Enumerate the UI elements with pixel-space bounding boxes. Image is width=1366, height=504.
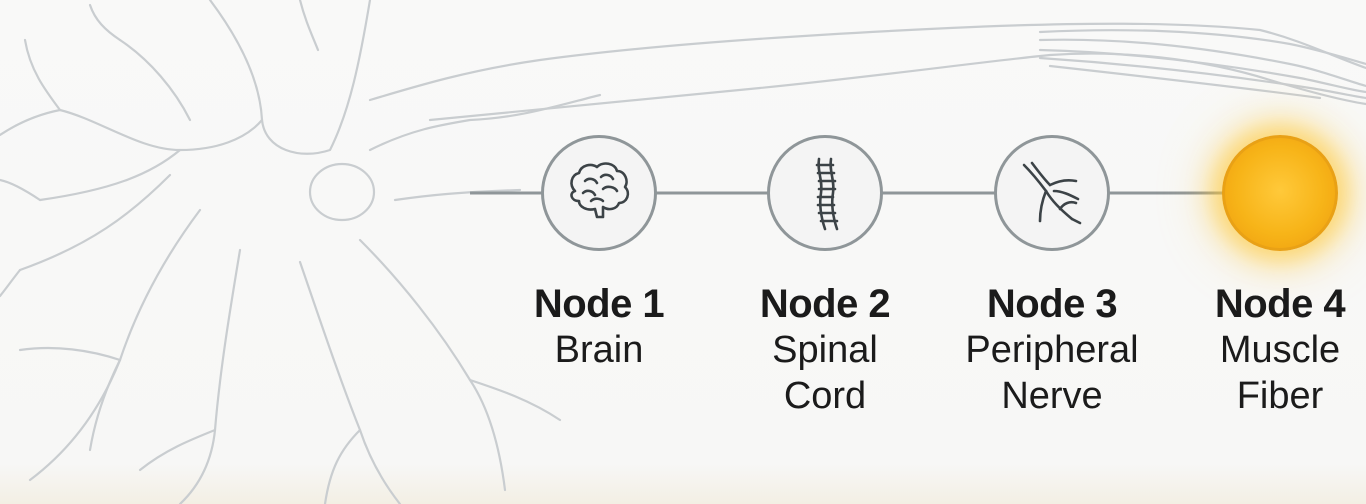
node-2-label: Node 2 Spinal Cord xyxy=(720,280,930,419)
brain-icon xyxy=(557,151,641,235)
node-2-circle xyxy=(767,135,883,251)
node-4-line-2: Fiber xyxy=(1175,374,1366,420)
node-2-line-1: Spinal xyxy=(720,328,930,374)
node-4-title: Node 4 xyxy=(1175,280,1366,328)
node-1-circle xyxy=(541,135,657,251)
node-2-line-2: Cord xyxy=(720,374,930,420)
node-4-circle xyxy=(1222,135,1338,251)
node-2-title: Node 2 xyxy=(720,280,930,328)
node-3-line-2: Nerve xyxy=(947,374,1157,420)
node-4-label: Node 4 Muscle Fiber xyxy=(1175,280,1366,419)
node-1-line-1: Brain xyxy=(494,328,704,374)
node-3-label: Node 3 Peripheral Nerve xyxy=(947,280,1157,419)
node-4-line-1: Muscle xyxy=(1175,328,1366,374)
node-3-title: Node 3 xyxy=(947,280,1157,328)
node-3-line-1: Peripheral xyxy=(947,328,1157,374)
spine-icon xyxy=(783,151,867,235)
node-1-title: Node 1 xyxy=(494,280,704,328)
node-1-label: Node 1 Brain xyxy=(494,280,704,374)
nerve-icon xyxy=(1010,151,1094,235)
node-3-circle xyxy=(994,135,1110,251)
